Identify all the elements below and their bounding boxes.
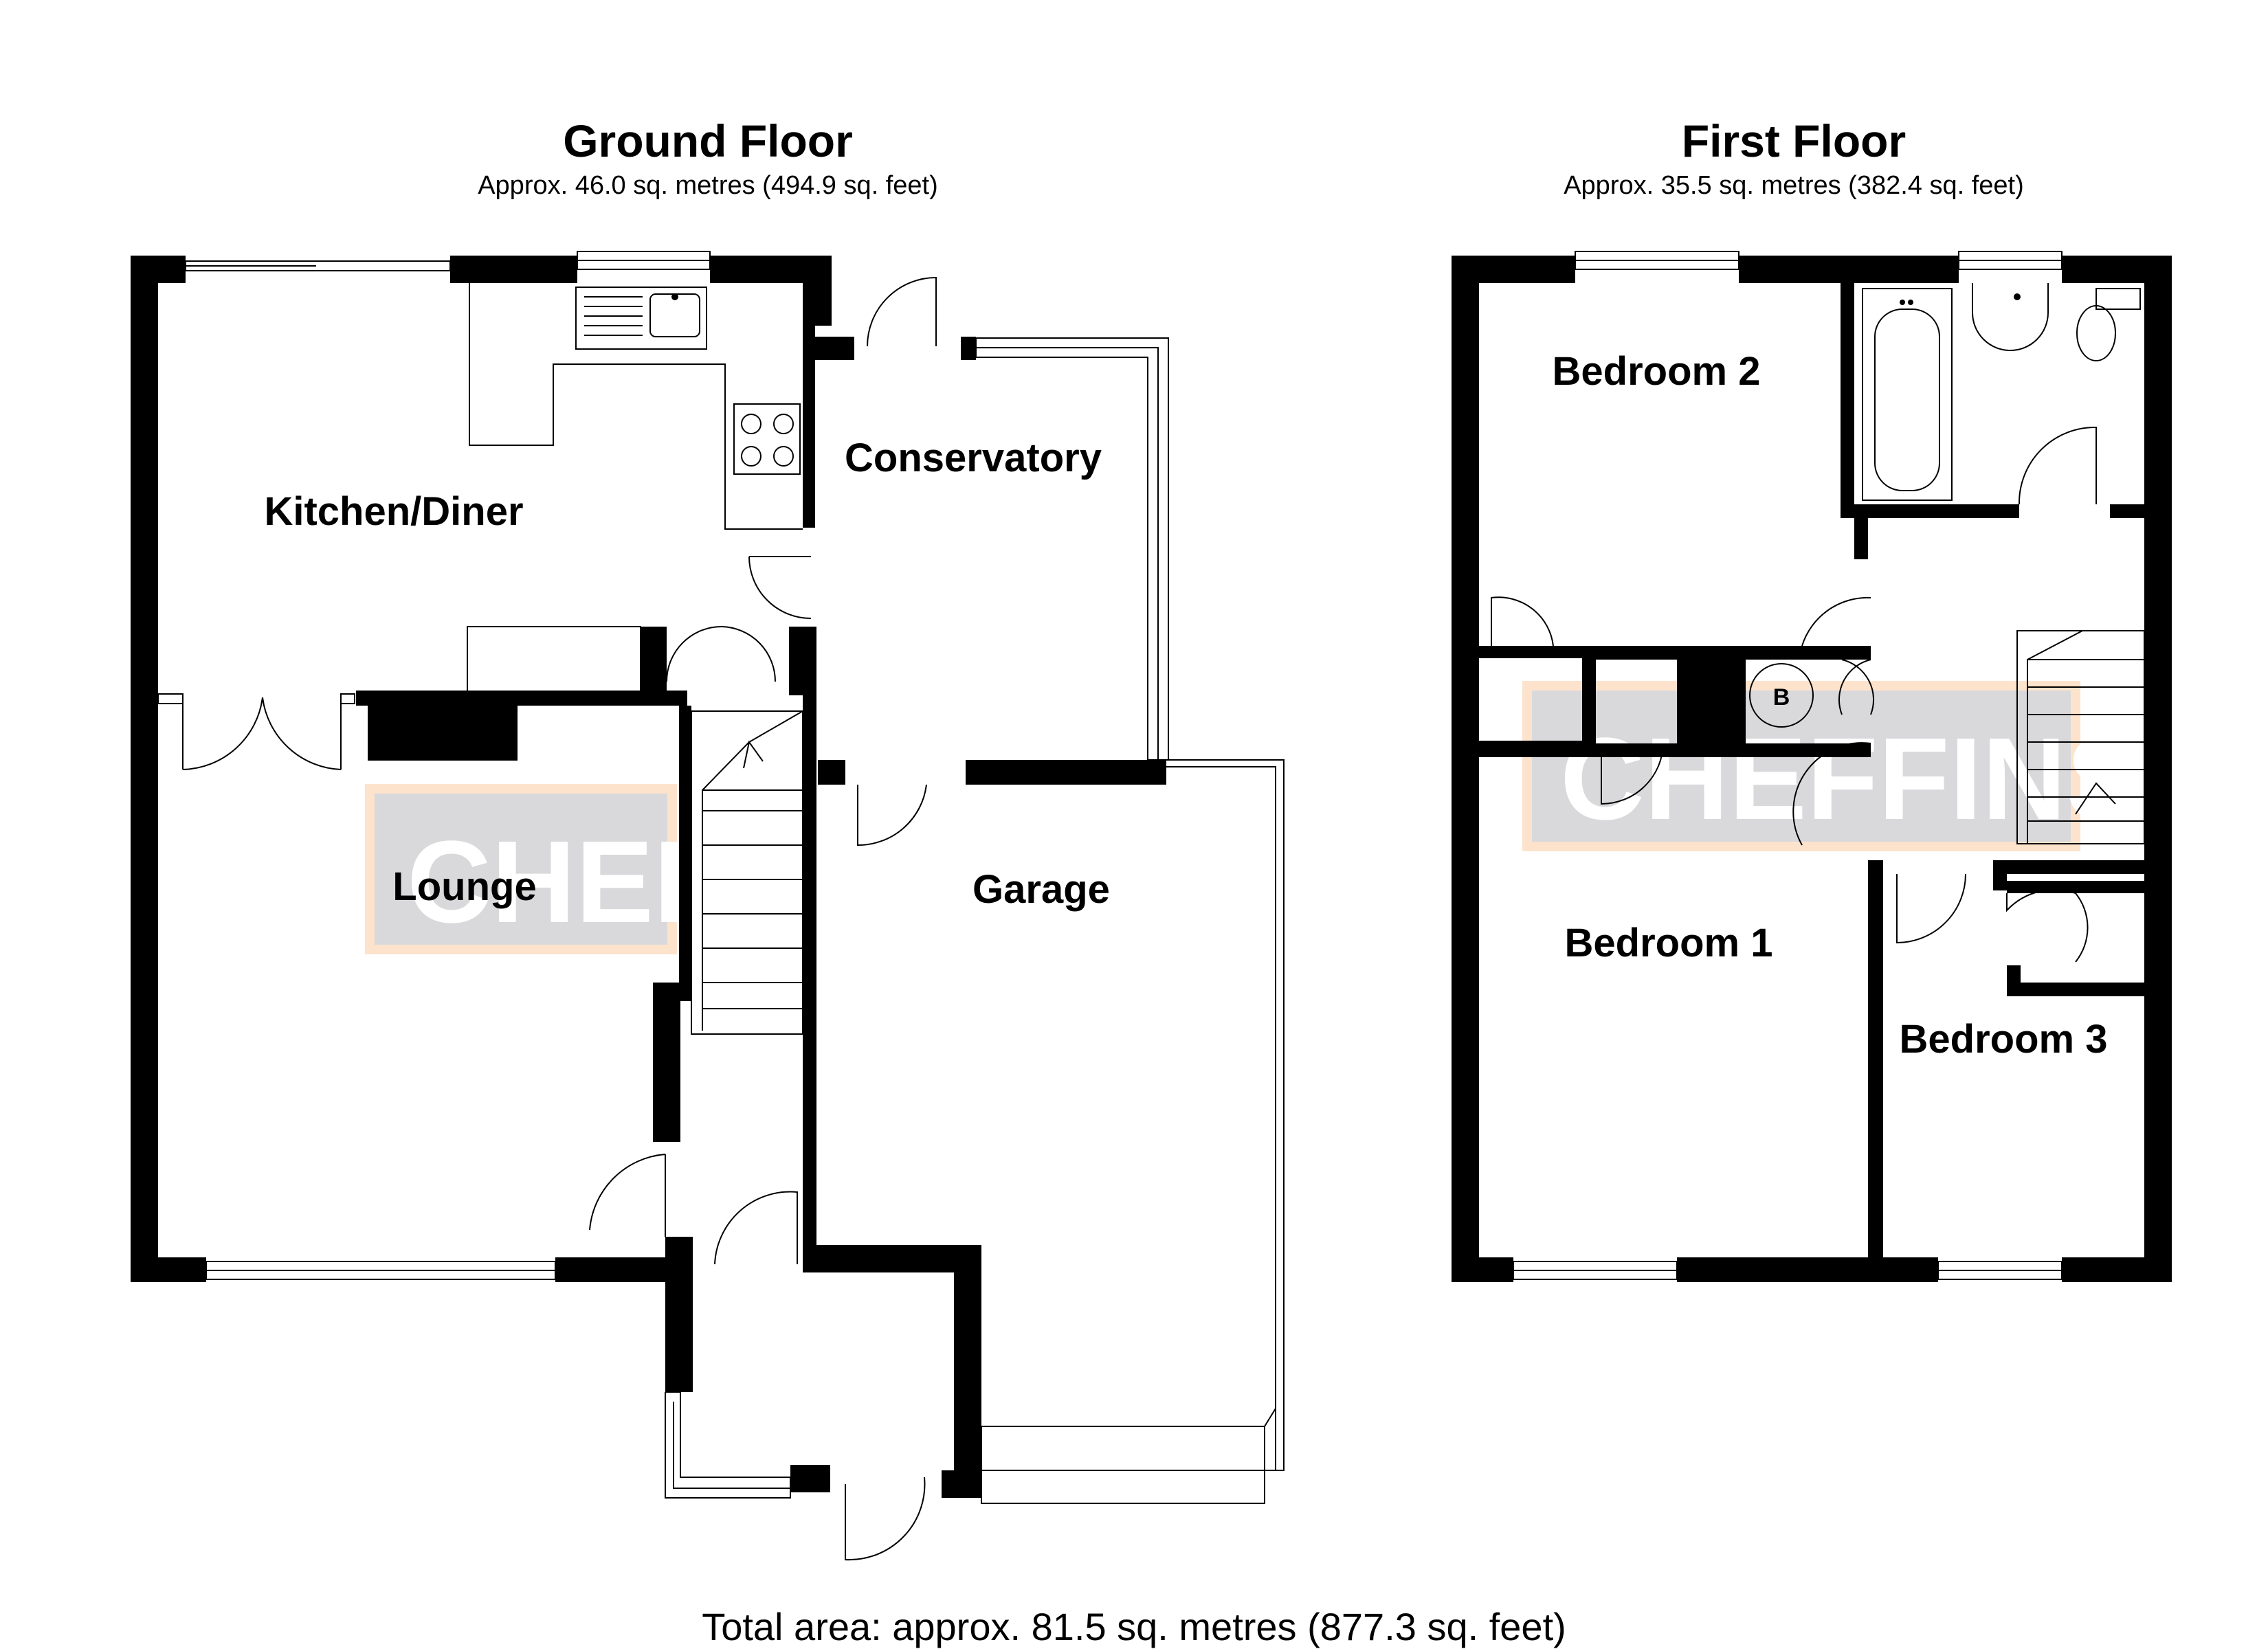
room-label-kitchen-diner: Kitchen/Diner	[264, 489, 523, 534]
watermark-ground: CHEF	[365, 784, 725, 954]
room-label-bedroom-3: Bedroom 3	[1900, 1017, 2108, 1062]
room-label-lounge: Lounge	[392, 864, 536, 909]
ground-floor-plan	[131, 251, 1285, 1561]
room-label-bedroom-1: Bedroom 1	[1565, 921, 1773, 965]
room-label-conservatory: Conservatory	[845, 436, 1102, 480]
first-floor-plan: B	[1452, 251, 2172, 1282]
watermark-first: CHEFFINS	[1522, 681, 2144, 851]
ground-floor-title: Ground Floor	[563, 115, 853, 166]
first-floor-title: First Floor	[1682, 115, 1906, 166]
boiler-label: B	[1773, 684, 1790, 710]
ground-floor-area: Approx. 46.0 sq. metres (494.9 sq. feet)	[478, 171, 938, 200]
room-label-garage: Garage	[972, 867, 1110, 912]
watermark-ground-text: CHEF	[407, 817, 725, 947]
first-floor-area: Approx. 35.5 sq. metres (382.4 sq. feet)	[1564, 171, 2024, 200]
total-area: Total area: approx. 81.5 sq. metres (877…	[702, 1605, 1566, 1648]
watermark-first-text: CHEFFINS	[1560, 714, 2144, 844]
room-label-bedroom-2: Bedroom 2	[1553, 349, 1761, 394]
